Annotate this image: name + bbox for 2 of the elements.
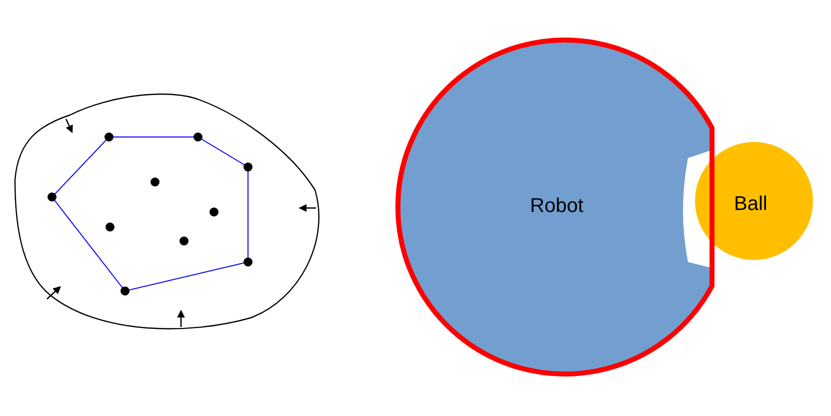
node-label: Robot <box>530 194 584 219</box>
node-label: Ball <box>734 192 768 217</box>
